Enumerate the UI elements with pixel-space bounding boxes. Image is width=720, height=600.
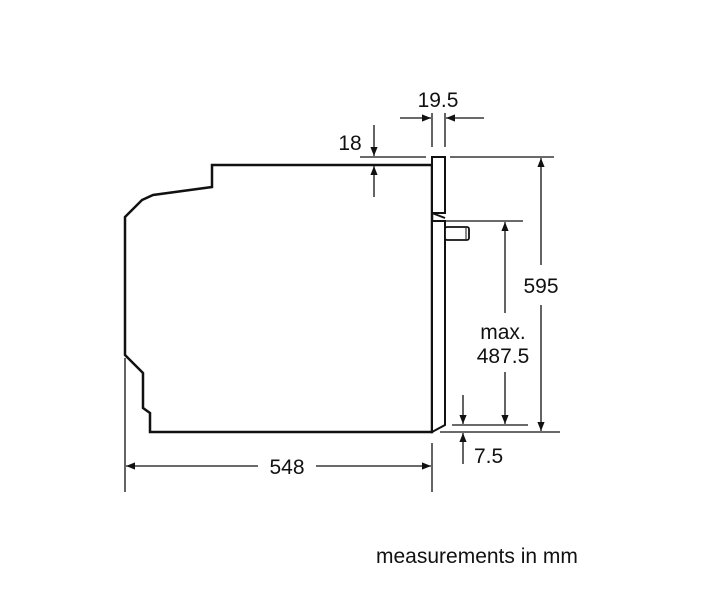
door-thickness-label: 19.5: [418, 89, 459, 112]
measurement-unit-caption: measurements in mm: [376, 545, 578, 568]
height-label: 595: [523, 275, 558, 298]
door-upper-panel: [431, 156, 446, 214]
bottom-offset-label: 7.5: [474, 445, 503, 468]
door-lower-panel: [431, 212, 446, 434]
top-offset-label: 18: [338, 132, 361, 155]
oven-body-outline: [123, 163, 434, 434]
max-label: max.: [480, 321, 526, 344]
max-height-label: 487.5: [477, 345, 530, 368]
depth-label: 548: [269, 456, 304, 479]
door-handle: [444, 226, 470, 241]
